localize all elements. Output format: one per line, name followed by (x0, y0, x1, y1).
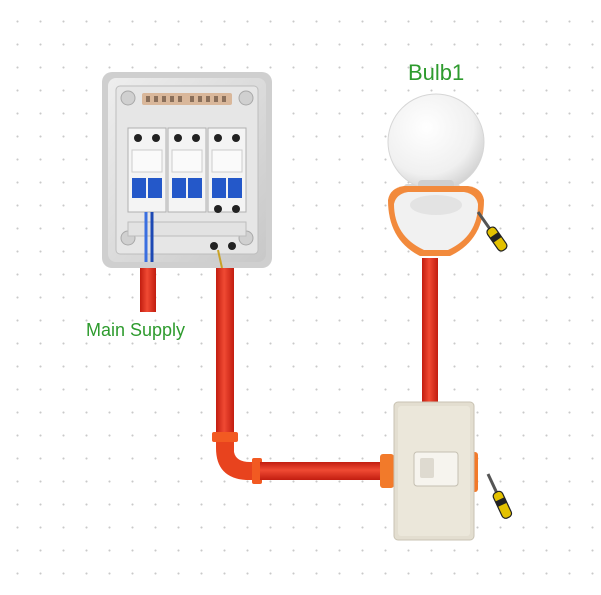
breaker-2 (167, 127, 207, 213)
conduit-to-switch (260, 462, 388, 480)
breaker-1 (127, 127, 167, 213)
distribution-box (102, 72, 272, 269)
screwdriver-icon-switch (486, 473, 513, 519)
breaker-3 (207, 127, 247, 213)
screwdriver-icon (476, 211, 508, 252)
conduit-switch-to-bulb (422, 258, 438, 408)
light-bulb (387, 93, 485, 256)
wall-switch (393, 401, 478, 541)
main-supply-conduit (140, 262, 156, 312)
conduit-box-down (216, 268, 234, 442)
bulb-label: Bulb1 (408, 60, 465, 85)
conduit-elbow (216, 438, 258, 480)
elbow-collar (212, 432, 238, 442)
main-supply-label: Main Supply (86, 320, 186, 340)
switch-collar (380, 454, 394, 488)
elbow-collar-right (252, 458, 262, 484)
